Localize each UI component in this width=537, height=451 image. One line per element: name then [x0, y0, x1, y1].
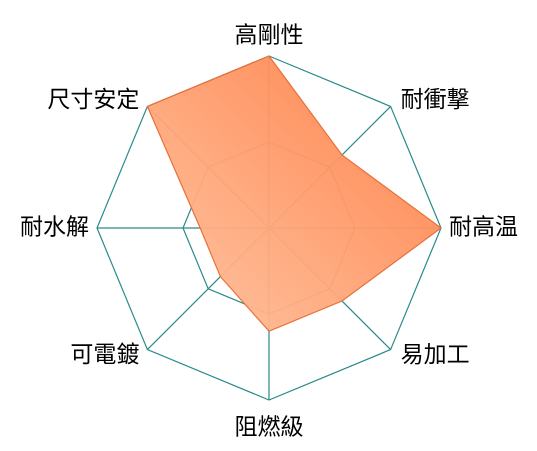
axis-label-7: 耐水解: [20, 215, 89, 241]
axis-label-8: 尺寸安定: [47, 87, 139, 113]
axis-label-2: 耐衝撃: [401, 87, 470, 113]
axis-label-1: 高剛性: [235, 23, 304, 49]
axis-label-5: 阻燃級: [235, 415, 304, 441]
axis-label-3: 耐高温: [449, 215, 518, 241]
radar-series: [146, 55, 443, 332]
axis-label-6: 可電鍍: [70, 342, 139, 368]
series-area-1: [146, 55, 443, 332]
axis-label-4: 易加工: [401, 342, 470, 368]
